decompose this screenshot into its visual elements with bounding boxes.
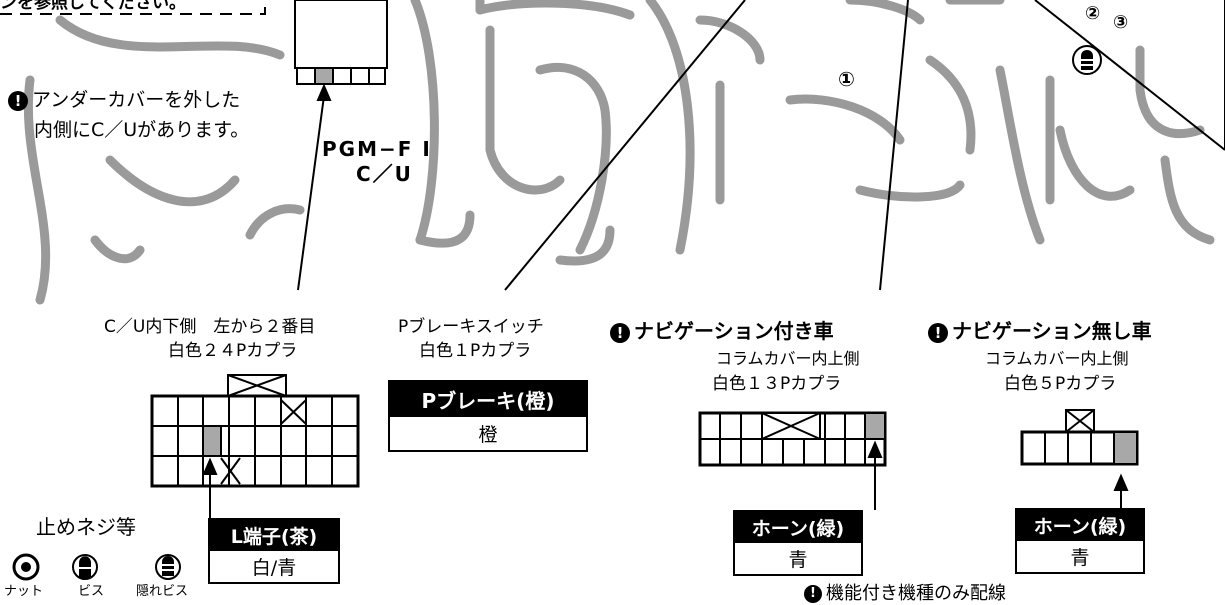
circle-number-1: ① (838, 67, 855, 91)
nav-line1: コラムカバー内上側 (716, 349, 860, 368)
horn-body-nonav: 青 (1070, 547, 1090, 569)
horn-label-nav: ホーン(緑) 青 (733, 510, 863, 576)
circle-number-3: ③ (1113, 12, 1129, 33)
warning-icon: ! (804, 585, 822, 603)
legend-icons (12, 553, 181, 581)
horn-head-nonav: ホーン(緑) (1017, 510, 1143, 541)
connector-24p-line2: 白色２４Pカプラ (168, 341, 298, 361)
legend-nut: ナット (4, 584, 44, 599)
nonav-title: !ナビゲーション無し車 (928, 320, 1152, 343)
circle-number-2: ② (1085, 3, 1101, 24)
pgm-fi-label: PGM−F I (322, 137, 432, 161)
warning-icon: ! (8, 90, 28, 111)
brake-body: 橙 (478, 424, 498, 446)
connector-24p-diagram (150, 374, 360, 530)
legend-screw: ビス (78, 584, 105, 599)
top-note: ンを参照してください。 (0, 0, 186, 13)
warning-icon: ! (928, 322, 948, 343)
connector-5p-diagram (1020, 409, 1139, 508)
brake-line2: 白色１Pカプラ (419, 341, 532, 361)
l-terminal-head: L端子(茶) (210, 520, 338, 551)
brake-line1: Pブレーキスイッチ (398, 317, 544, 337)
legend-title: 止めネジ等 (36, 515, 136, 539)
hidden-screw-marker (1072, 45, 1102, 75)
bottom-note: !機能付き機種のみ配線 (804, 583, 1006, 605)
warning-icon: ! (610, 322, 630, 343)
nonav-line1: コラムカバー内上側 (985, 349, 1129, 368)
horn-label-nonav: ホーン(緑) 青 (1015, 508, 1145, 574)
nonav-line2: 白色５Pカプラ (1004, 374, 1117, 394)
horn-body-nav: 青 (788, 549, 808, 571)
brake-label: Pブレーキ(橙) 橙 (388, 380, 588, 452)
legend-hidden-screw: 隠れビス (136, 584, 189, 599)
bottom-note-text: 機能付き機種のみ配線 (826, 583, 1006, 604)
nav-line2: 白色１３Pカプラ (712, 374, 842, 394)
connector-24p-line1: C／U内下側 左から２番目 (104, 317, 316, 337)
nonav-title-text: ナビゲーション無し車 (952, 319, 1152, 343)
nav-title: !ナビゲーション付き車 (610, 320, 834, 343)
cu-label: C／U (356, 162, 413, 186)
brake-head: Pブレーキ(橙) (390, 382, 586, 417)
undercover-note: !アンダーカバーを外した (8, 89, 241, 112)
nav-title-text: ナビゲーション付き車 (634, 319, 834, 343)
connector-13p-diagram (698, 411, 887, 510)
undercover-line2: 内側にC／Uがあります。 (34, 119, 250, 141)
horn-head-nav: ホーン(緑) (735, 512, 861, 543)
undercover-line1: アンダーカバーを外した (32, 89, 241, 111)
l-terminal-body: 白/青 (251, 557, 297, 579)
l-terminal-label: L端子(茶) 白/青 (208, 518, 340, 584)
